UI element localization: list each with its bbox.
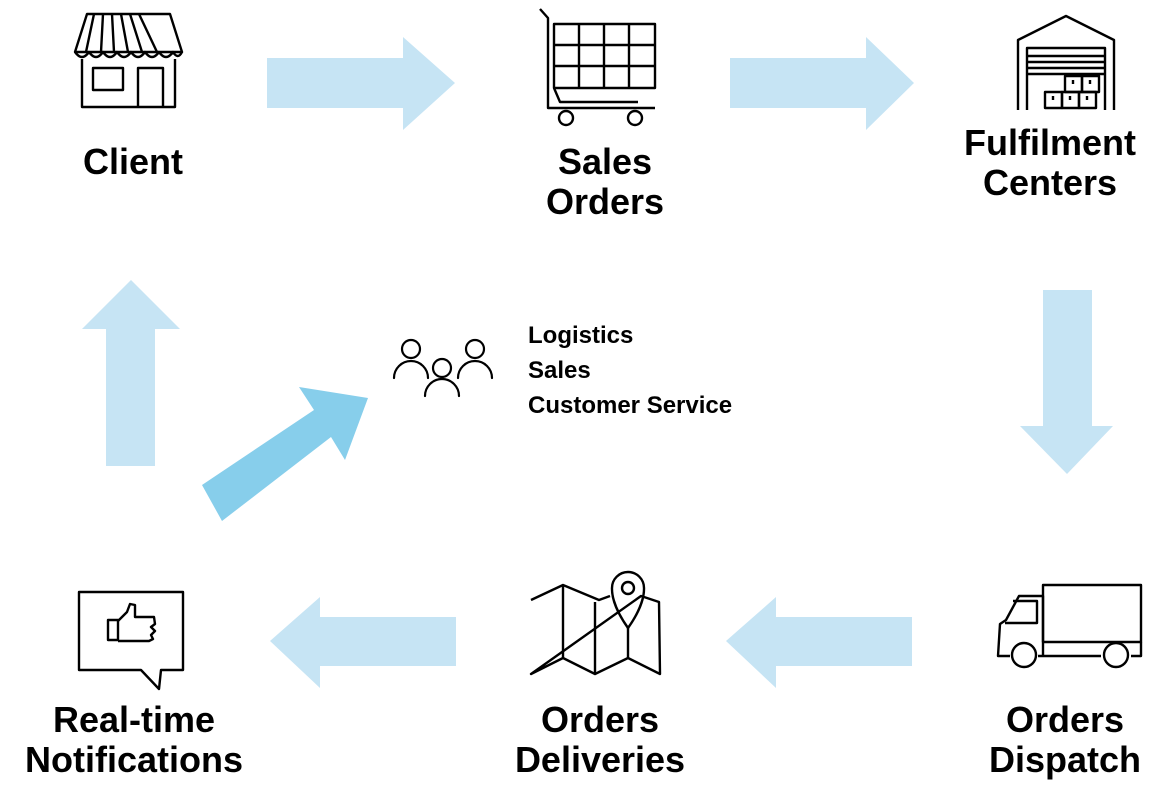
arrow-notifications-to-client [82, 280, 180, 466]
delivery-truck-icon [996, 583, 1143, 669]
node-label-notifications: Real-time Notifications [24, 699, 243, 780]
team-item-customer-service: Customer Service [528, 392, 733, 419]
team-item-sales: Sales [528, 357, 591, 384]
arrow-sales-to-fulfilment [730, 37, 914, 130]
node-label-sales-orders: Sales Orders [545, 141, 665, 222]
team-item-logistics: Logistics [528, 322, 634, 349]
shopping-cart-icon [539, 8, 657, 127]
teams-list: Logistics Sales Customer Service [528, 318, 732, 423]
arrow-dispatch-to-deliveries [726, 597, 912, 688]
map-pin-icon [529, 570, 662, 676]
arrow-client-to-sales [267, 37, 455, 130]
node-label-orders-dispatch: Orders Dispatch [988, 699, 1142, 780]
people-group-icon [392, 338, 494, 398]
arrow-notifications-to-teams [202, 387, 368, 521]
node-label-orders-deliveries: Orders Deliveries [514, 699, 686, 780]
arrow-fulfilment-to-dispatch [1020, 290, 1113, 474]
storefront-icon [73, 12, 184, 109]
arrow-deliveries-to-notifications [270, 597, 456, 688]
thumbs-up-speech-bubble-icon [77, 590, 185, 691]
node-label-client: Client [82, 141, 183, 182]
node-label-fulfilment-centers: Fulfilment Centers [964, 122, 1136, 203]
warehouse-icon [1016, 14, 1116, 110]
